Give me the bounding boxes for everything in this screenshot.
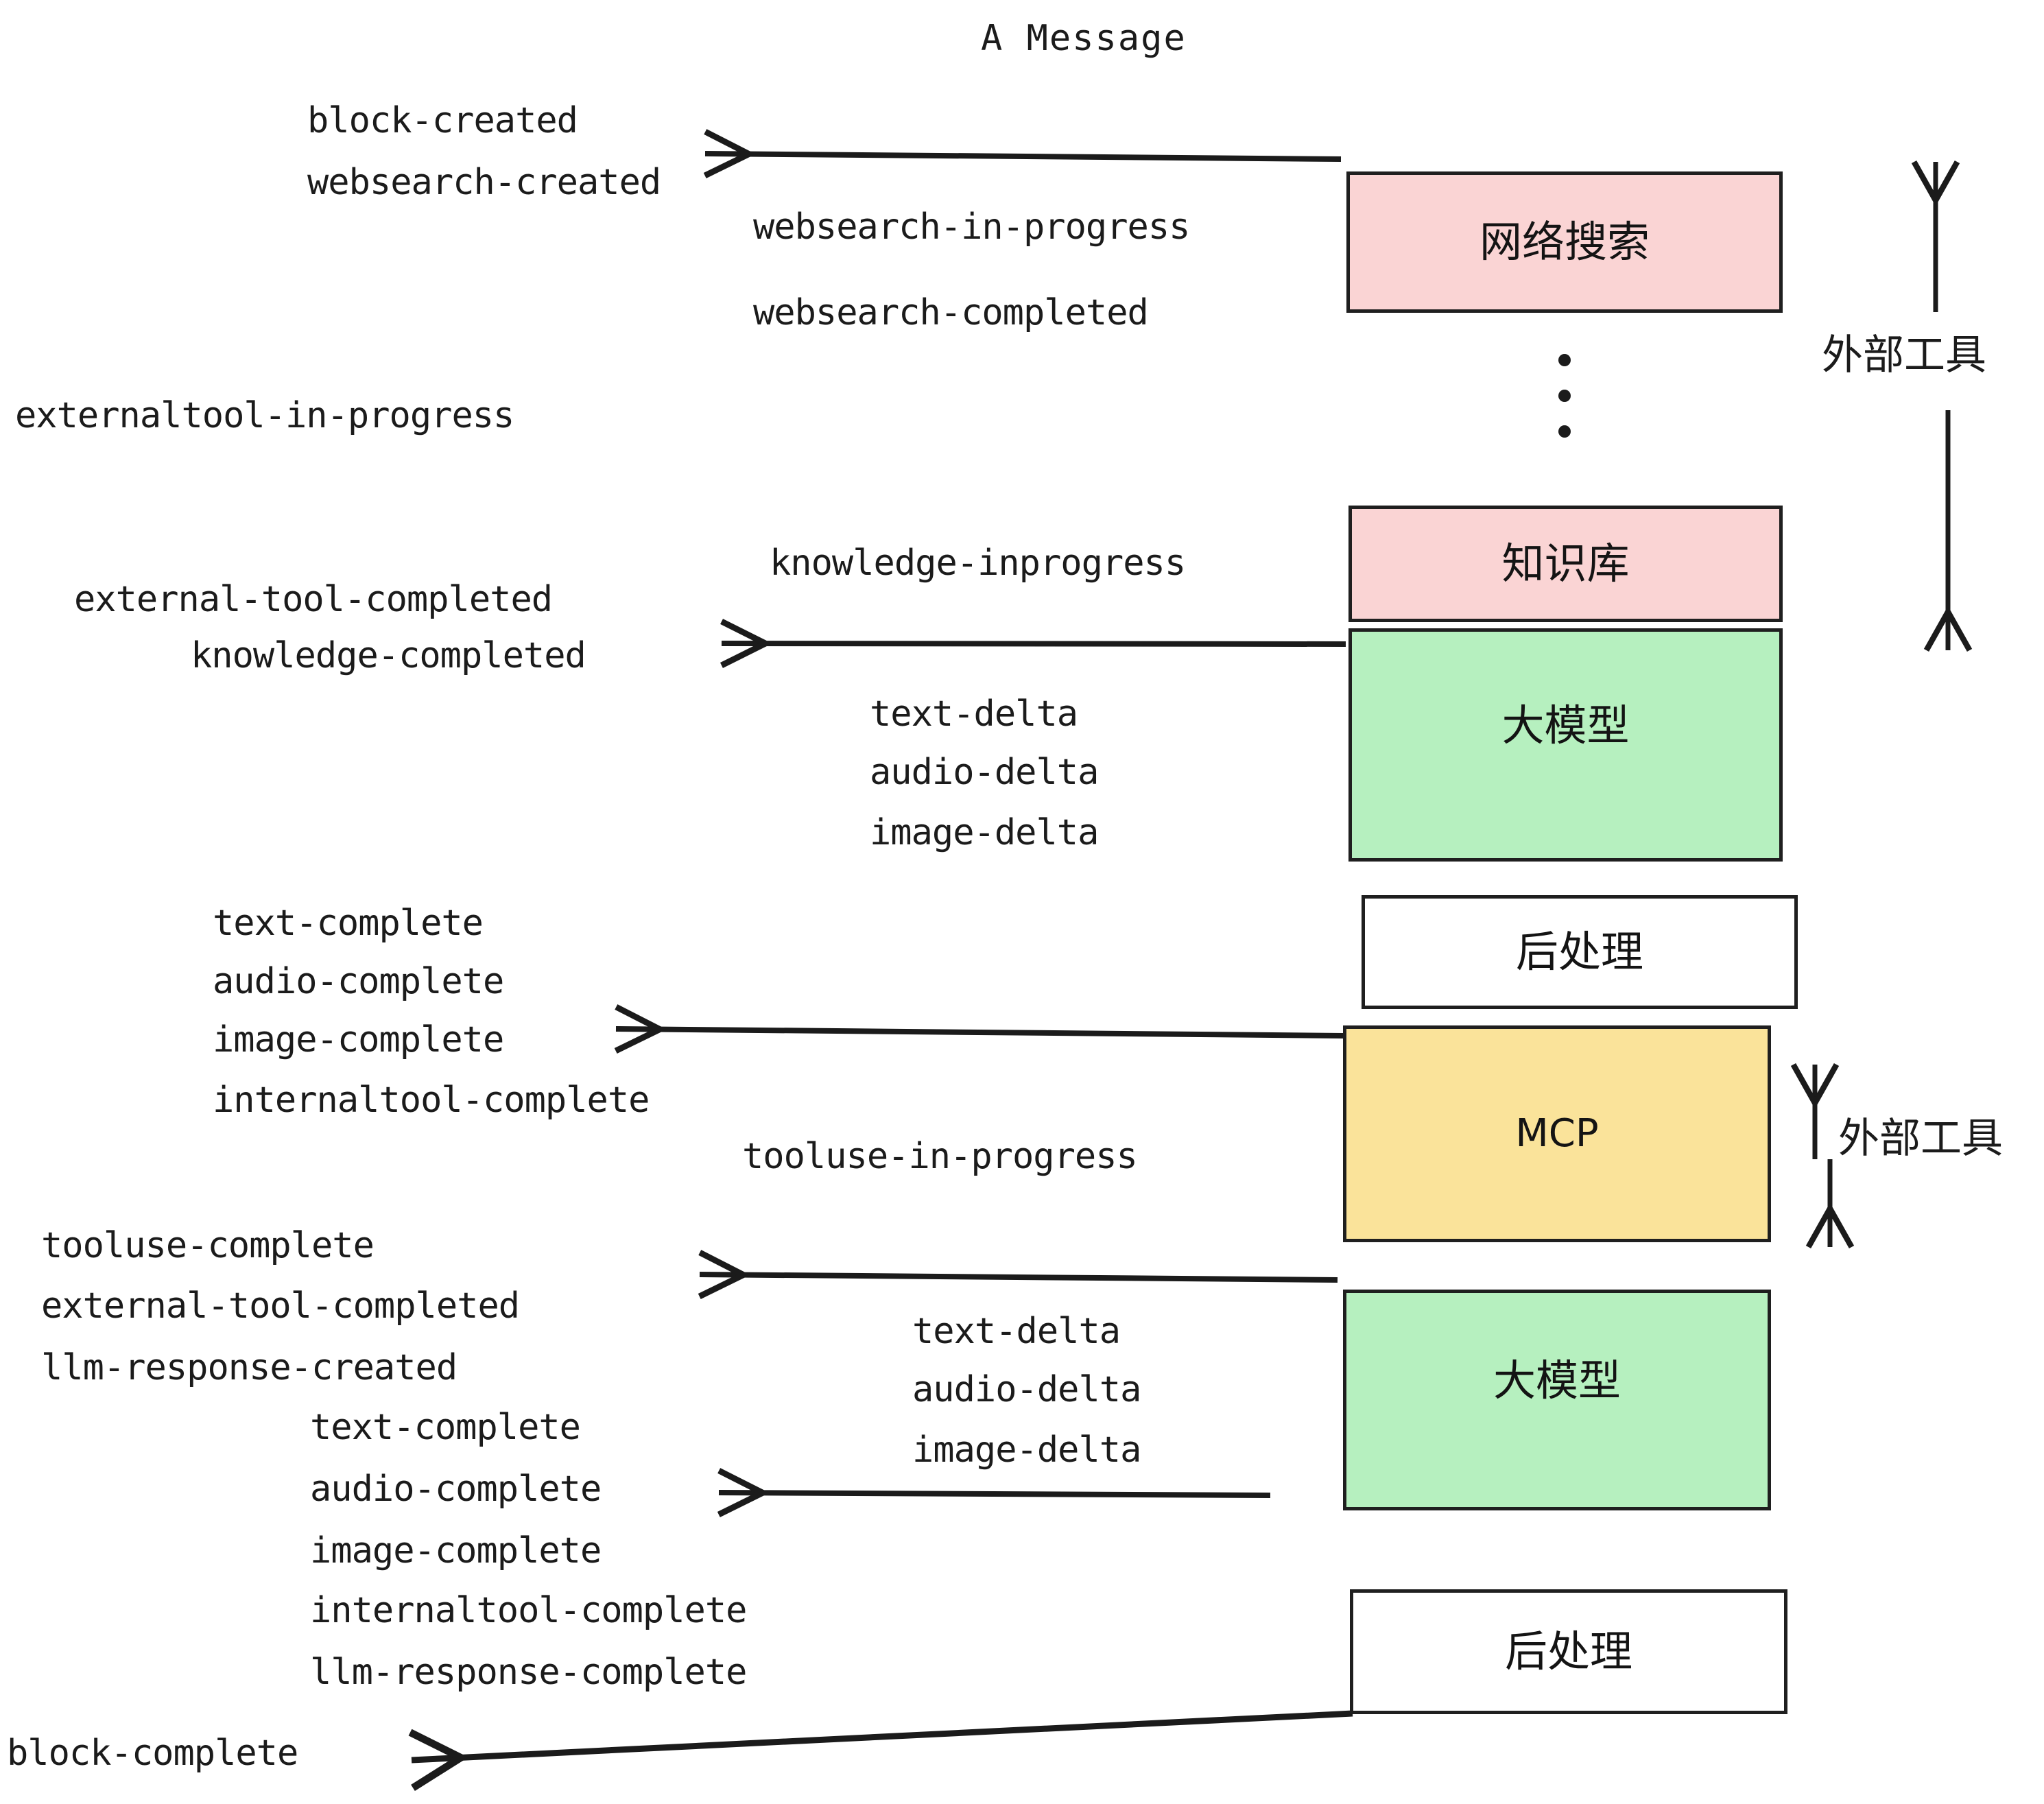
dot-1 <box>1558 354 1571 366</box>
arrow-block-created <box>705 154 1342 159</box>
arrow-block-complete <box>408 1710 1353 1792</box>
box-postprocess-1[interactable]: 后处理 <box>1362 895 1798 1009</box>
event-audio-complete-2: audio-complete <box>310 1469 602 1510</box>
arrow-knowledge-completed <box>722 643 1346 644</box>
event-external-tool-completed-2: external-tool-completed <box>41 1285 520 1327</box>
event-audio-complete-1: audio-complete <box>213 961 504 1002</box>
ellipsis-dots <box>1558 354 1571 438</box>
box-llm-1-label: 大模型 <box>1501 700 1630 750</box>
event-text-delta-1: text-delta <box>870 693 1078 735</box>
box-llm-2[interactable]: 大模型 <box>1343 1290 1771 1510</box>
event-external-tool-completed-1: external-tool-completed <box>74 579 553 620</box>
event-websearch-in-progress: websearch-in-progress <box>753 206 1190 248</box>
box-llm-1[interactable]: 大模型 <box>1348 628 1783 862</box>
event-audio-delta-1: audio-delta <box>870 752 1099 793</box>
box-knowledge[interactable]: 知识库 <box>1348 506 1783 622</box>
event-llm-response-created: llm-response-created <box>41 1347 457 1388</box>
event-internaltool-complete-1: internaltool-complete <box>213 1080 650 1121</box>
box-postprocess-1-label: 后处理 <box>1515 927 1643 977</box>
box-postprocess-2[interactable]: 后处理 <box>1350 1589 1787 1714</box>
event-text-complete-2: text-complete <box>310 1407 581 1448</box>
event-knowledge-inprogress: knowledge-inprogress <box>770 543 1186 584</box>
event-websearch-completed: websearch-completed <box>753 292 1149 333</box>
event-image-complete-1: image-complete <box>213 1019 504 1060</box>
side-label-external-tool-top: 外部工具 <box>1822 331 1986 379</box>
diagram-title: A Message <box>981 18 1187 59</box>
box-mcp[interactable]: MCP <box>1343 1025 1771 1242</box>
box-websearch-label: 网络搜索 <box>1479 217 1650 267</box>
event-websearch-created: websearch-created <box>307 162 661 203</box>
dot-3 <box>1558 425 1571 438</box>
box-mcp-label: MCP <box>1515 1111 1599 1156</box>
event-internaltool-complete-2: internaltool-complete <box>310 1590 747 1631</box>
event-knowledge-completed: knowledge-completed <box>191 635 586 676</box>
box-postprocess-2-label: 后处理 <box>1504 1626 1632 1676</box>
event-block-created: block-created <box>307 100 578 141</box>
event-block-complete: block-complete <box>7 1733 298 1774</box>
event-text-complete-1: text-complete <box>213 903 484 944</box>
event-audio-delta-2: audio-delta <box>912 1369 1141 1410</box>
event-externaltool-in-progress: externaltool-in-progress <box>15 395 514 436</box>
box-llm-2-label: 大模型 <box>1493 1355 1621 1405</box>
box-websearch[interactable]: 网络搜索 <box>1346 171 1783 313</box>
arrow-audio-complete <box>719 1493 1271 1495</box>
event-tooluse-complete: tooluse-complete <box>41 1225 375 1266</box>
event-image-delta-2: image-delta <box>912 1429 1141 1471</box>
event-image-complete-2: image-complete <box>310 1530 602 1571</box>
side-label-external-tool-bottom: 外部工具 <box>1838 1115 2003 1163</box>
event-tooluse-in-progress: tooluse-in-progress <box>742 1136 1138 1177</box>
box-knowledge-label: 知识库 <box>1501 538 1630 589</box>
event-image-delta-1: image-delta <box>870 812 1099 853</box>
event-text-delta-2: text-delta <box>912 1311 1121 1352</box>
arrow-image-complete <box>616 1029 1344 1036</box>
dot-2 <box>1558 390 1571 402</box>
arrow-tooluse-complete <box>700 1274 1338 1280</box>
event-llm-response-complete: llm-response-complete <box>310 1652 747 1693</box>
